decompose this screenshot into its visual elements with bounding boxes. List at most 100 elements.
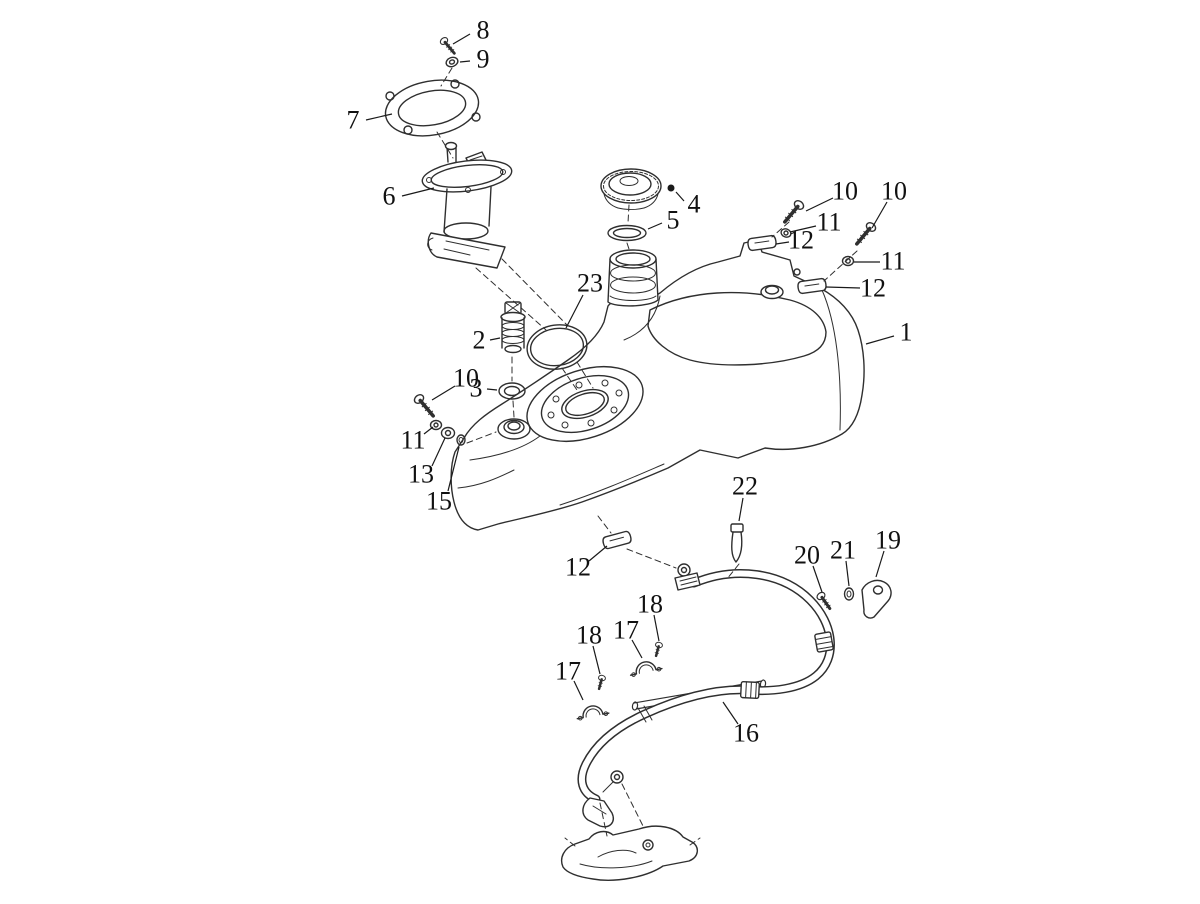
screw-8: [439, 36, 456, 55]
part-callout-12-20: 12: [565, 553, 591, 582]
bushing-15: [456, 434, 466, 446]
callout-leader-line: [845, 560, 850, 587]
screw-18-b: [597, 674, 606, 691]
callout-leader-line: [805, 197, 834, 212]
fuel-hose-16: [577, 569, 835, 804]
clamp-17-a: [629, 661, 663, 677]
part-callout-2-14: 2: [473, 326, 486, 355]
part-callout-8-0: 8: [477, 16, 490, 45]
part-callout-12-11: 12: [860, 274, 886, 303]
fuel-level-sensor: [500, 301, 526, 354]
callout-leader-line: [812, 565, 823, 593]
hose-fitting-top: [674, 563, 701, 591]
fuel-cap: [600, 168, 675, 210]
part-callout-18-25: 18: [637, 590, 663, 619]
fuel-pump-assembly: [421, 141, 513, 269]
bracket-12-top-a: [747, 234, 777, 252]
part-callout-11-10: 11: [880, 247, 905, 276]
hose-coupling: [814, 631, 834, 653]
assembly-dashed-lines: [436, 67, 858, 837]
part-callout-12-9: 12: [788, 226, 814, 255]
sensor-seal: [498, 382, 526, 400]
part-callout-17-26: 17: [613, 616, 639, 645]
screw-10-top-a: [783, 199, 805, 224]
callout-leader-line: [775, 241, 790, 245]
washer-11-top-a: [780, 228, 792, 238]
washer-9: [445, 56, 459, 68]
cap-o-ring: [607, 224, 647, 242]
callout-leader-line: [875, 550, 885, 578]
sensor-boss: [503, 419, 525, 435]
cap-reference-dot: [667, 184, 675, 192]
screw-10-top-b: [855, 221, 877, 246]
callout-leader-line: [631, 639, 643, 659]
part-callout-19-24: 19: [875, 526, 901, 555]
cable-tie-22: [730, 523, 744, 563]
part-callout-10-7: 10: [881, 177, 907, 206]
callout-leader-line: [653, 614, 660, 642]
part-callout-10-6: 10: [832, 177, 858, 206]
callout-leader-line: [423, 426, 434, 435]
part-callout-11-8: 11: [816, 208, 841, 237]
part-callout-4-4: 4: [688, 190, 701, 219]
screw-20: [816, 591, 832, 611]
callout-leader-line: [573, 680, 584, 701]
callout-leader-line: [447, 446, 460, 492]
part-callout-15-19: 15: [426, 487, 452, 516]
lower-mount-assembly: [560, 825, 701, 881]
callout-leader-line: [459, 60, 471, 63]
callout-leader-line: [565, 294, 584, 329]
callout-leader-line: [871, 201, 888, 229]
hose-fitting-bottom: [582, 770, 624, 828]
callout-leader-line: [825, 286, 861, 289]
callout-leader-line: [865, 335, 895, 345]
filler-neck: [607, 249, 659, 307]
part-callout-5-5: 5: [667, 206, 680, 235]
part-callout-22-21: 22: [732, 472, 758, 501]
part-callout-11-17: 11: [400, 426, 425, 455]
bracket-12-bottom: [602, 530, 632, 550]
pump-gasket: [384, 79, 481, 137]
part-callout-21-23: 21: [830, 536, 856, 565]
part-callout-13-18: 13: [408, 460, 434, 489]
part-callout-9-1: 9: [477, 45, 490, 74]
tank-mount-hole: [793, 268, 801, 276]
callout-leader-line: [588, 545, 608, 562]
callout-leader-line: [489, 337, 501, 341]
part-callout-18-27: 18: [576, 621, 602, 650]
callout-leader-line: [401, 187, 435, 197]
callout-leader-line: [452, 33, 471, 45]
clamp-17-b: [576, 705, 610, 721]
part-callout-10-16: 10: [453, 364, 479, 393]
part-callout-3-15: 3: [470, 374, 483, 403]
callout-leader-line: [675, 191, 685, 202]
bracket-19: [861, 579, 892, 619]
part-callout-16-29: 16: [733, 719, 759, 748]
tank-vent-nipple: [764, 285, 780, 295]
washer-11-top-b: [841, 255, 855, 267]
tank-vent-nipple: [760, 284, 784, 300]
spacer-21: [843, 587, 855, 601]
sensor-boss: [507, 421, 521, 431]
callout-leader-line: [431, 385, 456, 401]
screw-10-left: [413, 393, 435, 418]
part-callout-17-28: 17: [555, 657, 581, 686]
callout-leader-line: [647, 222, 663, 230]
part-callout-20-22: 20: [794, 541, 820, 570]
flange-o-ring: [526, 324, 588, 370]
callout-leader-line: [486, 388, 498, 391]
washer-13: [440, 426, 456, 440]
callout-leader-line: [365, 113, 393, 121]
callout-leader-line: [789, 225, 817, 233]
tank-pump-flange: [526, 366, 644, 442]
part-callout-7-2: 7: [347, 106, 360, 135]
screw-18-a: [654, 641, 663, 658]
part-callout-1-13: 1: [900, 318, 913, 347]
callout-leader-line: [592, 645, 601, 675]
callout-leader-line: [738, 497, 744, 522]
callout-leader-line: [722, 701, 739, 725]
washer-11-left: [429, 419, 443, 431]
